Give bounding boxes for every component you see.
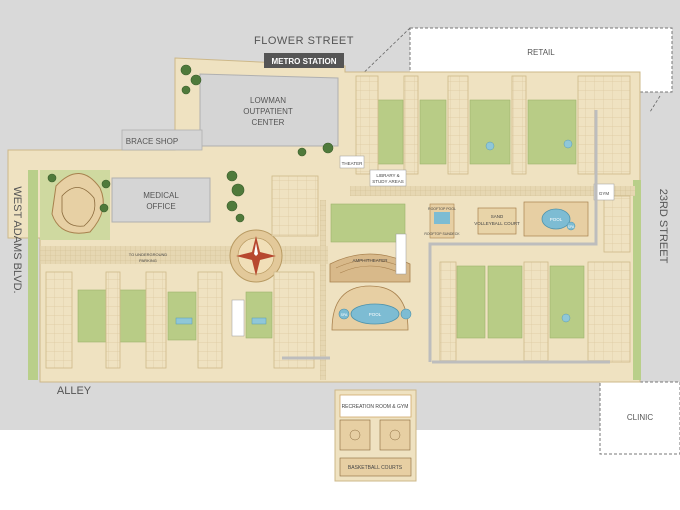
lowman-label-line1: LOWMAN (250, 96, 286, 105)
east-spa-label: SPA (568, 225, 575, 229)
gym-label: GYM (599, 191, 610, 196)
lowman-label-line3: CENTER (252, 118, 285, 127)
library-label-line2: STUDY AREAS (372, 179, 403, 184)
rooftop-sundeck-label: ROOFTOP SUNDECK (424, 232, 460, 236)
lowman-building (199, 73, 339, 147)
library-label-line1: LIBRARY & (376, 173, 399, 178)
metro-station-label: METRO STATION (271, 57, 336, 66)
west-tree-strip (28, 170, 38, 380)
theater-label: THEATER (342, 161, 363, 166)
brace-shop-building (121, 129, 203, 151)
north-walkway (350, 186, 635, 196)
east-pool-area (523, 201, 589, 237)
rooftop-pool-water (434, 212, 450, 224)
central-spa-label: SPA (341, 313, 348, 317)
main-walkway (40, 246, 328, 264)
east-pool-label: POOL (550, 217, 563, 222)
brace-shop-label: BRACE SHOP (126, 137, 178, 146)
medical-office-line1: MEDICAL (143, 191, 179, 200)
central-walkway (320, 200, 326, 380)
central-pool-deck (331, 285, 412, 331)
basketball-label: BASKETBALL COURTS (348, 465, 403, 471)
central-pool-label: POOL (369, 312, 382, 317)
inset-recreation (334, 389, 417, 482)
recreation-label: RECREATION ROOM & GYM (342, 404, 409, 410)
volleyball-court (477, 207, 517, 235)
residential-blocks (45, 75, 631, 369)
volleyball-label-line1: SAND (491, 214, 504, 219)
medical-office-line2: OFFICE (146, 202, 175, 211)
courtyards (77, 99, 585, 343)
metro-station-badge (264, 53, 344, 68)
trees (47, 64, 334, 223)
compass-plaza (229, 229, 283, 283)
street-west-label: WEST ADAMS BLVD. (11, 186, 23, 293)
service-paths (282, 110, 610, 364)
volleyball-label-line2: VOLLEYBALL COURT (474, 221, 520, 226)
amphitheater-label: AMPHITHEATER (353, 258, 389, 263)
amphitheater (329, 253, 411, 283)
street-east-label: 23RD STREET (657, 189, 669, 264)
street-north-label: FLOWER STREET (254, 35, 354, 47)
rooftop-pool-label: ROOFTOP POOL (428, 207, 456, 211)
underground-label-line1: TO UNDERGROUND (129, 252, 168, 257)
medical-office-building (111, 177, 211, 223)
clinic-label: CLINIC (627, 413, 653, 422)
lowman-label-line2: OUTPATIENT (243, 107, 293, 116)
west-garden (40, 170, 110, 240)
white-tag-boxes (231, 155, 615, 337)
retail-label: RETAIL (527, 48, 555, 57)
east-tree-strip (633, 180, 641, 380)
underground-label-line2: PARKING (139, 258, 157, 263)
street-south-label: ALLEY (57, 385, 92, 397)
